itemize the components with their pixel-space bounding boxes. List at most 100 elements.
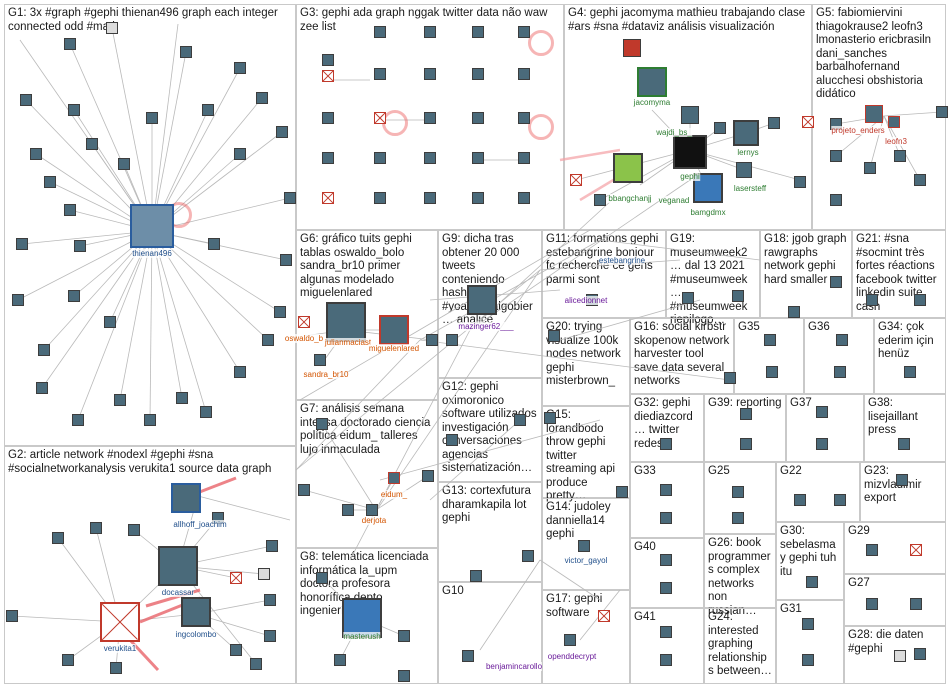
node-user[interactable] — [904, 366, 916, 378]
node-user[interactable] — [578, 540, 590, 552]
node-user[interactable] — [660, 582, 672, 594]
node-user[interactable] — [616, 486, 628, 498]
node-user[interactable] — [398, 630, 410, 642]
node-user[interactable] — [830, 276, 842, 288]
node-user[interactable] — [544, 412, 556, 424]
node-verukita1[interactable] — [100, 602, 140, 642]
node-user[interactable] — [266, 540, 278, 552]
node-user[interactable] — [374, 112, 386, 124]
node-user[interactable] — [681, 106, 699, 124]
node-user[interactable] — [564, 634, 576, 646]
node-julianmaciast[interactable] — [326, 302, 366, 342]
node-user[interactable] — [830, 194, 842, 206]
node-user[interactable] — [20, 94, 32, 106]
node-user[interactable] — [424, 26, 436, 38]
node-user[interactable] — [802, 618, 814, 630]
node-user[interactable] — [180, 46, 192, 58]
node-user[interactable] — [472, 192, 484, 204]
node-user[interactable] — [740, 438, 752, 450]
node-projeto-enders[interactable] — [865, 105, 883, 123]
node-user[interactable] — [736, 162, 752, 178]
node-user[interactable] — [470, 570, 482, 582]
node-miguelenlared[interactable] — [379, 315, 409, 345]
node-user[interactable] — [732, 512, 744, 524]
node-user[interactable] — [462, 650, 474, 662]
node-user[interactable] — [894, 150, 906, 162]
node-user[interactable] — [12, 294, 24, 306]
node-user[interactable] — [898, 438, 910, 450]
node-user[interactable] — [660, 512, 672, 524]
node-user[interactable] — [90, 522, 102, 534]
node-user[interactable] — [766, 366, 778, 378]
node-user[interactable] — [374, 26, 386, 38]
node-user[interactable] — [36, 382, 48, 394]
node-user[interactable] — [366, 504, 378, 516]
node-user[interactable] — [68, 104, 80, 116]
node-allhoff-joachim[interactable] — [171, 483, 201, 513]
node-user[interactable] — [118, 158, 130, 170]
node-user[interactable] — [446, 434, 458, 446]
node-user[interactable] — [424, 192, 436, 204]
node-user[interactable] — [570, 174, 582, 186]
node-user[interactable] — [834, 366, 846, 378]
node-user[interactable] — [342, 504, 354, 516]
node-user[interactable] — [234, 148, 246, 160]
node-user[interactable] — [682, 292, 694, 304]
node-user[interactable] — [472, 68, 484, 80]
node-user[interactable] — [788, 306, 800, 318]
node-user[interactable] — [714, 122, 726, 134]
node-docassar[interactable] — [158, 546, 198, 586]
node-user[interactable] — [62, 654, 74, 666]
node-user[interactable] — [144, 414, 156, 426]
node-user[interactable] — [374, 192, 386, 204]
node-user[interactable] — [816, 438, 828, 450]
node-user[interactable] — [768, 117, 780, 129]
node-user[interactable] — [518, 26, 530, 38]
node-user[interactable] — [866, 598, 878, 610]
node-user[interactable] — [322, 192, 334, 204]
node-ingcolombo[interactable] — [181, 597, 211, 627]
node-user[interactable] — [794, 494, 806, 506]
node-user[interactable] — [234, 366, 246, 378]
node-user[interactable] — [106, 22, 118, 34]
node-user[interactable] — [314, 354, 326, 366]
node-user[interactable] — [104, 316, 116, 328]
node-user[interactable] — [322, 112, 334, 124]
node-user[interactable] — [388, 472, 400, 484]
node-user[interactable] — [623, 39, 641, 57]
node-user[interactable] — [830, 150, 842, 162]
node-user[interactable] — [866, 294, 878, 306]
node-user[interactable] — [316, 418, 328, 430]
node-user[interactable] — [866, 544, 878, 556]
node-user[interactable] — [176, 392, 188, 404]
node-user[interactable] — [6, 610, 18, 622]
node-user[interactable] — [660, 554, 672, 566]
node-user[interactable] — [910, 544, 922, 556]
node-user[interactable] — [274, 306, 286, 318]
node-user[interactable] — [256, 92, 268, 104]
node-user[interactable] — [914, 174, 926, 186]
node-user[interactable] — [764, 334, 776, 346]
node-user[interactable] — [598, 610, 610, 622]
node-user[interactable] — [660, 626, 672, 638]
node-user[interactable] — [594, 194, 606, 206]
node-user[interactable] — [518, 68, 530, 80]
node-user[interactable] — [202, 104, 214, 116]
node-thienan496[interactable] — [130, 204, 174, 248]
node-user[interactable] — [424, 112, 436, 124]
node-user[interactable] — [44, 176, 56, 188]
node-user[interactable] — [794, 176, 806, 188]
node-user[interactable] — [16, 238, 28, 250]
node-user[interactable] — [896, 474, 908, 486]
node-user[interactable] — [522, 550, 534, 562]
node-user[interactable] — [802, 654, 814, 666]
node-user[interactable] — [802, 116, 814, 128]
node-oswaldo-b[interactable] — [298, 316, 310, 328]
node-user[interactable] — [426, 334, 438, 346]
node-user[interactable] — [740, 408, 752, 420]
node-user[interactable] — [816, 406, 828, 418]
node-user[interactable] — [374, 152, 386, 164]
node-user[interactable] — [424, 152, 436, 164]
node-user[interactable] — [422, 470, 434, 482]
node-user[interactable] — [660, 438, 672, 450]
